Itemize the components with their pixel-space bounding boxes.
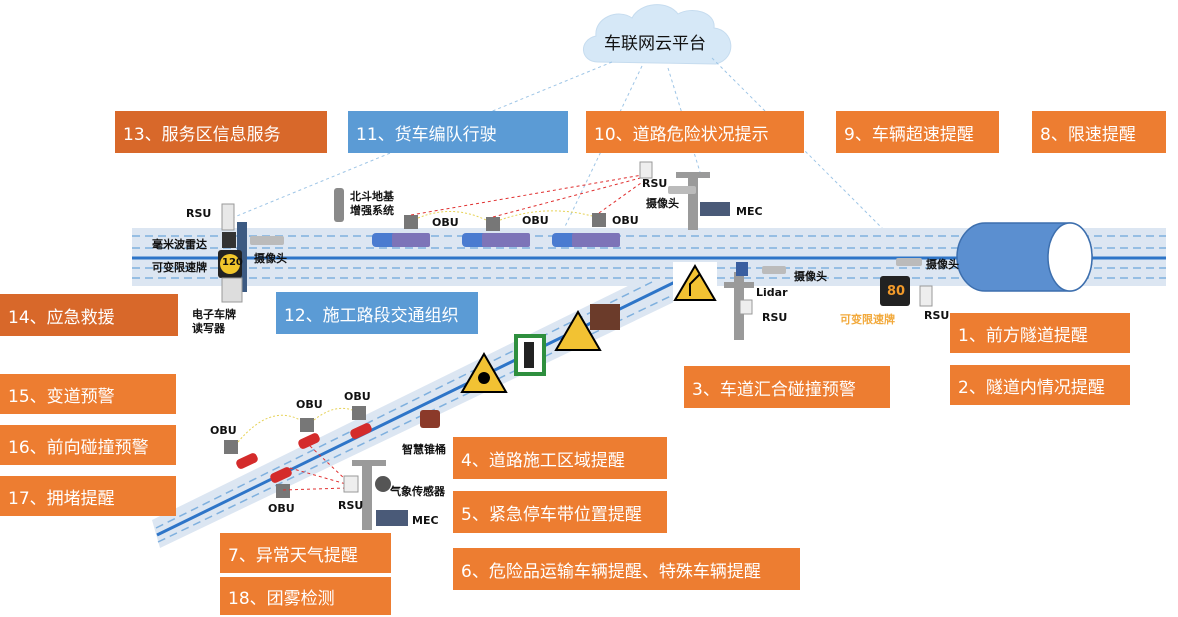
label-obu-top-1: OBU: [432, 216, 459, 229]
truck-platoon: [372, 233, 620, 247]
tunnel-icon: [956, 222, 1093, 292]
feature-box-4: 4、道路施工区域提醒: [453, 437, 667, 479]
feature-box-13: 13、服务区信息服务: [115, 111, 327, 153]
label-radar: 毫米波雷达: [152, 238, 207, 251]
bottom-rsu-pole: [343, 460, 408, 530]
label-camera-left: 摄像头: [254, 252, 287, 265]
feature-box-9: 9、车辆超速提醒: [836, 111, 999, 153]
merge-sign-icon: [673, 262, 717, 304]
construction-sign-icon: [554, 304, 620, 351]
feature-box-5: 5、紧急停车带位置提醒: [453, 491, 667, 533]
v2v-links-top: [417, 210, 593, 221]
feature-box-11: 11、货车编队行驶: [348, 111, 568, 153]
right-rsu: [880, 258, 933, 307]
smart-cone-icon: [420, 410, 440, 428]
feature-box-6: 6、危险品运输车辆提醒、特殊车辆提醒: [453, 548, 800, 590]
label-vms: 可变限速牌: [152, 261, 207, 274]
feature-box-2: 2、隧道内情况提醒: [950, 365, 1130, 405]
label-beidou: 北斗地基 增强系统: [350, 190, 394, 217]
label-obu-top-3: OBU: [612, 214, 639, 227]
rsu-links-top: [410, 173, 649, 218]
emergency-lane-sign-icon: [514, 334, 546, 376]
feature-box-16: 16、前向碰撞预警: [0, 425, 176, 465]
rsu-links-bottom: [282, 445, 347, 491]
label-rsu-bottom: RSU: [338, 499, 364, 512]
label-camera-top: 摄像头: [646, 197, 679, 210]
label-obu-bottom-1: OBU: [210, 424, 237, 437]
top-rsu-pole: [639, 161, 730, 230]
cloud-title: 车联网云平台: [604, 34, 706, 54]
feature-box-10: 10、道路危险状况提示: [586, 111, 804, 153]
feature-box-14: 14、应急救援: [0, 294, 178, 336]
obu-devices-bottom: [224, 406, 366, 498]
label-obu-bottom-3: OBU: [344, 390, 371, 403]
label-rsu-right: RSU: [924, 309, 950, 322]
feature-box-8: 8、限速提醒: [1032, 111, 1166, 153]
label-rsu-mid: RSU: [762, 311, 788, 324]
label-camera-right: 摄像头: [926, 258, 959, 271]
hazard-sign-icon: [460, 352, 508, 393]
mid-rsu-pole: [724, 262, 786, 340]
feature-box-7: 7、异常天气提醒: [220, 533, 391, 573]
label-rsu-top: RSU: [642, 177, 668, 190]
label-reader: 电子车牌 读写器: [192, 308, 236, 335]
cloud-icon: [583, 4, 732, 65]
obu-devices-top: [404, 213, 606, 231]
label-vms-right: 可变限速牌: [840, 313, 895, 326]
label-obu-bottom-4: OBU: [268, 502, 295, 515]
label-obu-bottom-2: OBU: [296, 398, 323, 411]
label-mec-bottom: MEC: [412, 514, 439, 527]
feature-box-18: 18、团雾检测: [220, 577, 391, 615]
speed-value: 120: [222, 257, 243, 268]
feature-box-15: 15、变道预警: [0, 374, 176, 414]
label-rsu-left: RSU: [186, 207, 212, 220]
label-cone: 智慧锥桶: [402, 443, 446, 456]
label-weather: 气象传感器: [390, 485, 445, 498]
v2v-links-bottom: [237, 407, 353, 443]
feature-box-1: 1、前方隧道提醒: [950, 313, 1130, 353]
left-roadside-unit: [218, 203, 284, 303]
feature-box-12: 12、施工路段交通组织: [276, 292, 478, 334]
speed-value-right: 80: [887, 284, 906, 299]
label-camera-mid: 摄像头: [794, 270, 827, 283]
beidou-station-icon: [334, 188, 344, 222]
feature-box-17: 17、拥堵提醒: [0, 476, 176, 516]
label-obu-top-2: OBU: [522, 214, 549, 227]
label-mec-top: MEC: [736, 205, 763, 218]
ramp-cars: [236, 423, 372, 483]
label-lidar: Lidar: [756, 286, 788, 299]
feature-box-3: 3、车道汇合碰撞预警: [684, 366, 890, 408]
